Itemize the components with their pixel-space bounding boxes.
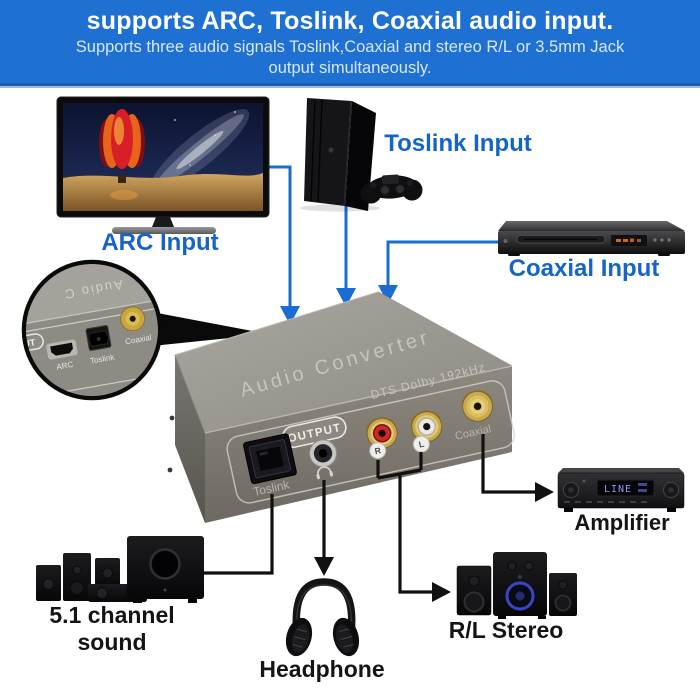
toslink-arrowhead-icon (336, 288, 356, 307)
headphone-left-cup (285, 617, 313, 657)
hot-air-balloon (99, 109, 145, 200)
rca-left-port: L (410, 410, 443, 453)
inset-pointer-wedge (152, 312, 268, 346)
amplifier-line (481, 434, 538, 494)
hdmi-arc-port (46, 339, 78, 360)
dvd-display (611, 235, 647, 246)
dvd-power-button (503, 239, 508, 243)
case-screw (167, 467, 173, 473)
amplifier-output-label: Amplifier (574, 510, 670, 535)
input-badge-label: PUT (17, 337, 37, 350)
milky-way (150, 109, 250, 191)
game-console (300, 98, 423, 212)
toslink-input-label: Toslink Input (384, 130, 532, 157)
headphone-right-cup (332, 617, 360, 657)
toslink-output-port (243, 433, 297, 485)
surround-line (198, 494, 274, 575)
arc-line (269, 165, 292, 307)
converter-front-face (205, 366, 512, 523)
coaxial-input-label: Coaxial Input (508, 255, 660, 282)
stereo-speakers (456, 552, 577, 619)
banner-subtitle-line2: output simultaneously. (268, 59, 432, 78)
rca-left-tag: L (418, 439, 425, 450)
tv-desert-ground (63, 173, 263, 211)
headphone-icon (316, 466, 334, 480)
headphone-output-label: Headphone (259, 656, 385, 682)
game-controller (360, 174, 423, 204)
rca-right-port: R (366, 417, 398, 460)
audio-converter-device: Audio Converter DTS Dolby 192kHz OUTPUT … (167, 291, 515, 523)
amplifier-arrowhead-icon (535, 482, 554, 502)
headphone-arrowhead-icon (314, 557, 334, 576)
tv-stand-neck (152, 217, 174, 227)
rca-right-tag: R (374, 445, 382, 456)
console-front (304, 98, 352, 206)
input-arrowheads (280, 285, 398, 325)
banner: supports ARC, Toslink, Coaxial audio inp… (0, 0, 700, 88)
tv-stand-base (112, 227, 216, 234)
amplifier-device: LINE (557, 468, 685, 512)
banner-title: supports ARC, Toslink, Coaxial audio inp… (86, 7, 614, 35)
output-connector-lines (198, 434, 538, 594)
arc-input-label: ARC Input (101, 229, 219, 256)
coaxial-arrowhead-icon (378, 285, 398, 304)
input-badge (26, 333, 44, 355)
amp-display-text: LINE (604, 484, 632, 495)
coaxial-output-port: Coaxial (454, 390, 494, 443)
coaxial-line (386, 240, 499, 286)
input-connector-lines (269, 165, 499, 307)
stereo-bracket (376, 452, 434, 594)
converter-front-panel: OUTPUT Toslink (226, 380, 515, 504)
headphones (285, 578, 360, 657)
dvd-player (498, 221, 685, 256)
surround-output-label: 5.1 channel sound (49, 602, 175, 655)
banner-subtitle-line1: Supports three audio signals Toslink,Coa… (75, 38, 625, 56)
surround-speakers (36, 536, 204, 603)
converter-left-face (175, 355, 205, 523)
case-screw (169, 415, 175, 421)
arc-arrowhead-icon (280, 306, 300, 325)
console-logo (328, 147, 334, 153)
tv (56, 96, 270, 234)
stereo-output-label: R/L Stereo (448, 617, 564, 643)
toslink-input-port (85, 325, 112, 351)
converter-top-face (175, 292, 512, 433)
toslink-input-label: Toslink (89, 352, 116, 365)
dvd-top (498, 221, 685, 231)
hdmi-arc-label: ARC (56, 360, 74, 372)
coaxial-input-port (120, 306, 146, 332)
stereo-arrowhead-icon (432, 582, 451, 602)
